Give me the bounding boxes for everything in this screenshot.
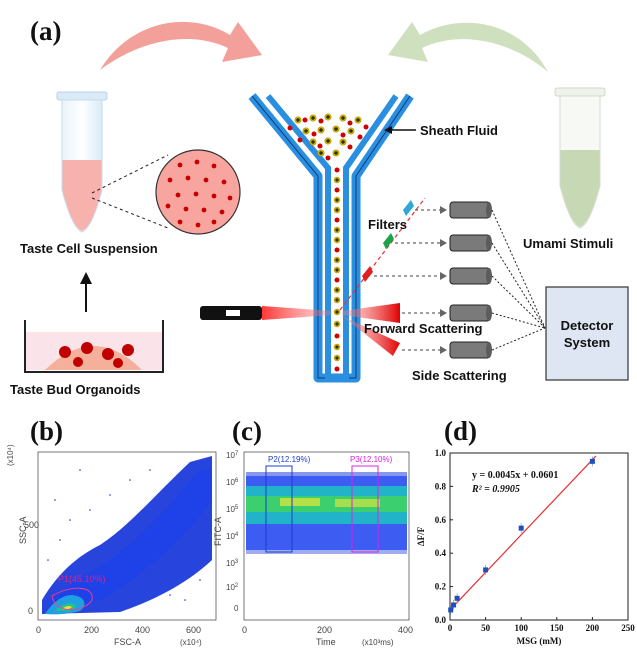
plot-c-ylabel: FITC-A [213,517,223,546]
laser-source [200,306,332,320]
y-tick-label: 1.0 [435,448,447,458]
svg-text:0: 0 [234,604,239,613]
flow-channel [248,93,414,383]
plot-c-xtick: 0 [242,625,247,635]
x-tick-label: 250 [621,623,635,633]
photodetectors [449,201,491,359]
sheath-cells [287,113,369,161]
y-tick-label: 0.4 [435,548,447,558]
taste-cell-suspension-label: Taste Cell Suspension [20,241,158,256]
x-tick-label: 150 [550,623,564,633]
r-squared: R² = 0.9905 [471,484,520,495]
panel-label-b: (b) [30,416,63,446]
y-axis-label: ΔF/F [416,526,426,546]
svg-text:104: 104 [226,532,239,541]
plot-b-ylabel: SSC-A [18,516,28,544]
y-tick-label: 0.8 [435,481,447,491]
fit-line [449,455,597,611]
x-tick-label: 0 [448,623,453,633]
plot-c [243,451,410,621]
x-axis-label: MSG (mM) [517,636,562,646]
filter-blue-icon [403,200,414,216]
panel-label-a: (a) [30,16,61,46]
green-curved-arrow [388,22,548,72]
gate-p3-label: P3(12.10%) [350,455,393,464]
taste-cell-tube [56,91,108,233]
gate-p2-label: P2(12.19%) [268,455,311,464]
svg-text:106: 106 [226,478,239,487]
plot-c-x-unit: (x10³ms) [362,638,394,647]
plot-b-x-exponent: (x10⁴) [180,638,202,647]
detector-system-box [545,286,629,381]
plot-b-ytick: 500 [24,520,39,530]
plot-b: P1(45.10%) [37,451,217,621]
data-point [589,458,595,464]
sheath-fluid-label: Sheath Fluid [420,123,498,138]
filter-red-icon [362,266,373,282]
plot-frame [449,452,629,621]
plot-b-xtick: 0 [36,625,41,635]
x-tick-label: 50 [481,623,491,633]
plot-b-xtick: 400 [135,625,150,635]
plot-c-xlabel: Time [316,637,336,647]
taste-bud-organoids-label: Taste Bud Organoids [10,382,141,397]
system-label: System [564,335,610,350]
svg-text:107: 107 [226,451,239,460]
filter-green-icon [383,233,394,249]
plot-c-xtick: 200 [317,625,332,635]
side-scatter-beam [342,316,400,356]
umami-stimuli-label: Umami Stimuli [523,236,613,251]
data-point [454,595,460,601]
suspended-cells [165,159,233,228]
forward-scatter-beam [342,303,400,323]
organoid-dish [24,320,164,373]
plot-c-yticks: 107 106 105 104 103 102 0 [226,451,239,613]
svg-text:105: 105 [226,505,239,514]
cell-suspension-magnified [155,149,241,235]
plot-b-ytick: 0 [28,606,33,616]
x-tick-label: 200 [586,623,600,633]
svg-text:103: 103 [226,559,239,568]
plot-b-xtick: 200 [84,625,99,635]
data-point [451,602,457,608]
umami-tube [554,87,606,229]
forward-scattering-label: Forward Scattering [364,321,483,336]
plot-b-xlabel: FSC-A [114,637,141,647]
detector-label: Detector [561,318,614,333]
y-tick-label: 0.2 [435,582,447,592]
y-tick-label: 0.6 [435,515,447,525]
filters-label: Filters [368,217,407,232]
x-tick-label: 100 [514,623,528,633]
gate-p1-label: P1(45.10%) [58,574,106,584]
data-point [448,607,454,613]
svg-text:102: 102 [226,583,239,592]
data-point [518,525,524,531]
data-point [483,567,489,573]
plot-c-xtick: 400 [398,625,413,635]
fit-equation: y = 0.0045x + 0.0601 [472,470,558,481]
y-tick-label: 0.0 [435,615,447,625]
side-scattering-label: Side Scattering [412,368,507,383]
plot-b-y-exponent: (x10⁴) [6,444,15,466]
pink-curved-arrow [100,21,262,70]
cell-stream [333,167,341,372]
plot-b-xtick: 600 [186,625,201,635]
panel-label-d: (d) [444,416,477,446]
panel-label-c: (c) [232,416,262,446]
